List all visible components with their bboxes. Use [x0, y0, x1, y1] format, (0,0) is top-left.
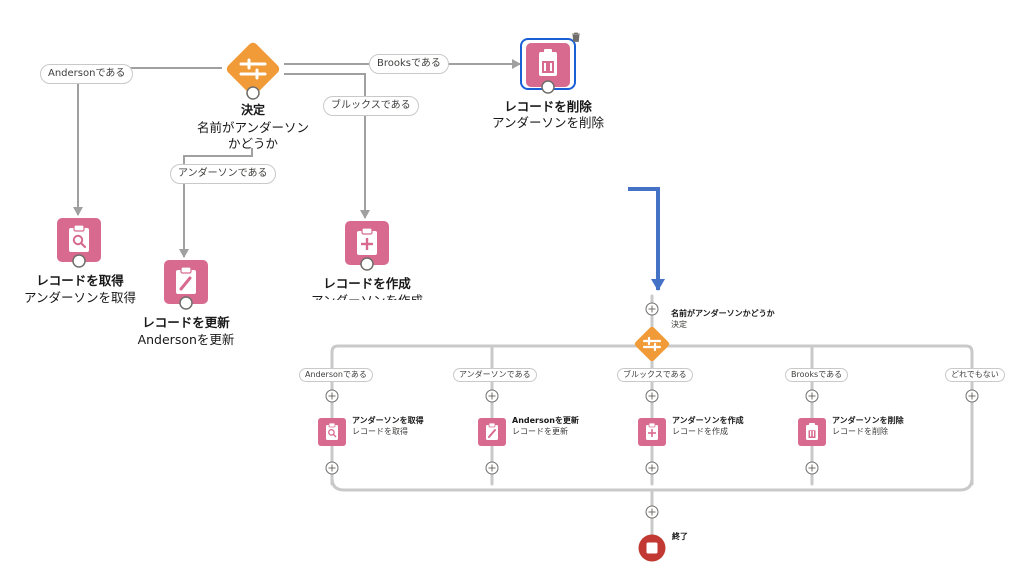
add-element-button[interactable] [645, 504, 659, 519]
end-label: 終了 [672, 532, 688, 541]
create-connector-handle [360, 257, 374, 271]
stop-icon [646, 542, 658, 554]
add-element-button[interactable] [965, 388, 979, 403]
outcome-label-anderson[interactable]: Andersonである [40, 64, 134, 84]
branch-label-anderson[interactable]: Andersonである [299, 368, 373, 382]
add-element-button[interactable] [325, 388, 339, 403]
auto-delete-node-title: アンダーソンを削除 [832, 416, 904, 425]
search-icon [69, 224, 89, 252]
add-element-button[interactable] [645, 388, 659, 403]
update-connector-handle [179, 296, 193, 310]
auto-decision-subtitle: 決定 [671, 320, 687, 329]
connector-brooks-kana [284, 73, 370, 219]
delete-connector-handle [541, 80, 555, 94]
auto-get-node-title: アンダーソンを取得 [352, 416, 424, 425]
decision-icon [642, 336, 662, 352]
edit-icon [176, 266, 196, 294]
auto-get-node-subtitle: レコードを取得 [352, 427, 408, 436]
auto-update-node-title: Andersonを更新 [512, 416, 579, 425]
add-element-button[interactable] [485, 388, 499, 403]
auto-update-record-node[interactable] [478, 418, 506, 446]
add-element-button[interactable] [805, 460, 819, 475]
get-node-subtitle: アンダーソンを取得 [23, 290, 136, 305]
auto-create-record-node[interactable] [638, 418, 666, 446]
branch-label-default[interactable]: どれでもない [945, 368, 1005, 382]
create-record-node[interactable] [345, 221, 389, 271]
add-element-button[interactable] [645, 460, 659, 475]
connector-anderson-kana [179, 148, 253, 258]
decision-connector-handle [246, 86, 260, 100]
branch-label-brooks-kana[interactable]: ブルックスである [617, 368, 693, 382]
decision-subtitle-2: かどうか [227, 136, 278, 151]
get-record-node[interactable] [57, 218, 101, 268]
decision-icon [239, 58, 267, 80]
delete-node-subtitle: アンダーソンを削除 [491, 115, 604, 130]
delete-record-node[interactable] [520, 38, 576, 94]
outcome-label-brooks[interactable]: Brooksである [369, 54, 449, 74]
end-node[interactable] [638, 534, 666, 562]
decision-subtitle-1: 名前がアンダーソン [196, 120, 309, 135]
auto-get-record-node[interactable] [318, 418, 346, 446]
branch-label-brooks[interactable]: Brooksである [785, 368, 849, 382]
update-node-title: レコードを更新 [142, 315, 230, 330]
outcome-label-anderson-kana[interactable]: アンダーソンである [170, 164, 276, 184]
add-element-button[interactable] [645, 301, 659, 316]
auto-update-node-subtitle: レコードを更新 [512, 427, 568, 436]
add-element-button[interactable] [805, 388, 819, 403]
add-icon [357, 227, 377, 255]
trash-icon [539, 49, 557, 76]
delete-node-title: レコードを削除 [504, 99, 592, 114]
auto-create-node-title: アンダーソンを作成 [672, 416, 744, 425]
create-node-subtitle-clip: アンダーソンを作成 [297, 292, 437, 300]
branch-label-anderson-kana[interactable]: アンダーソンである [453, 368, 537, 382]
create-node-title: レコードを作成 [323, 276, 411, 291]
update-node-subtitle: Andersonを更新 [137, 332, 235, 347]
add-element-button[interactable] [485, 460, 499, 475]
outcome-label-brooks-kana[interactable]: ブルックスである [323, 96, 419, 116]
auto-create-node-subtitle: レコードを作成 [672, 427, 728, 436]
trash-icon [806, 423, 818, 440]
delete-node-trash-icon[interactable] [571, 27, 581, 42]
get-connector-handle [72, 254, 86, 268]
search-icon [326, 422, 338, 440]
add-element-button[interactable] [325, 460, 339, 475]
decision-title: 決定 [240, 103, 265, 117]
top-connectors [73, 59, 521, 258]
transition-arrow [628, 187, 665, 291]
auto-delete-record-node[interactable] [798, 418, 826, 446]
update-record-node[interactable] [164, 260, 208, 310]
edit-icon [486, 422, 498, 440]
create-node-subtitle: アンダーソンを作成 [297, 292, 437, 300]
auto-decision-node[interactable] [632, 324, 672, 364]
auto-delete-node-subtitle: レコードを削除 [832, 427, 888, 436]
add-icon [646, 422, 658, 440]
decision-node[interactable] [222, 38, 284, 100]
get-node-title: レコードを取得 [36, 273, 124, 288]
auto-decision-title: 名前がアンダーソンかどうか [671, 309, 775, 318]
